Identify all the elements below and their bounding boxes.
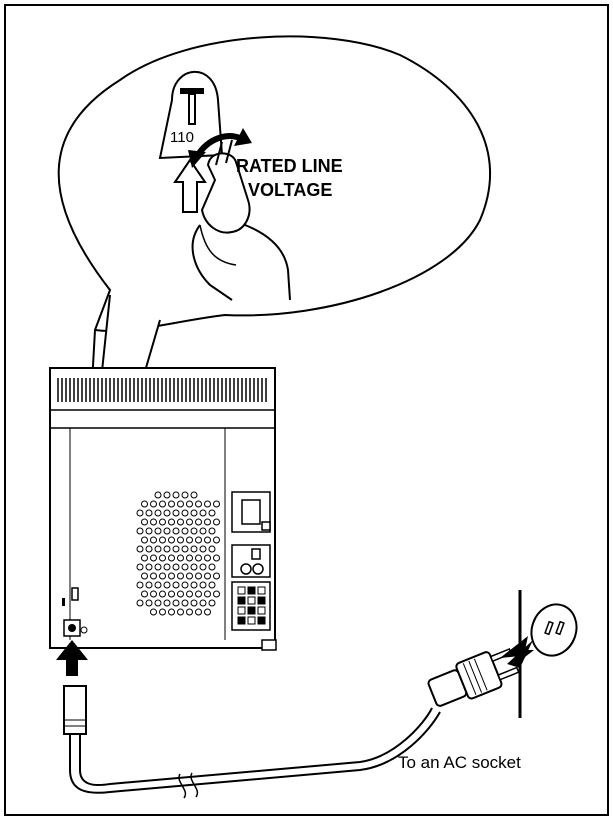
rear-terminals bbox=[232, 492, 270, 630]
voltage-label: VOLTAGE bbox=[248, 180, 332, 200]
appliance-plug bbox=[64, 686, 86, 734]
rated-line-label: RATED LINE bbox=[236, 156, 343, 176]
power-cord bbox=[70, 712, 440, 793]
ac-socket bbox=[524, 598, 583, 662]
ac-socket-caption: To an AC socket bbox=[398, 753, 521, 772]
dial-value-label: 110 bbox=[170, 129, 194, 146]
